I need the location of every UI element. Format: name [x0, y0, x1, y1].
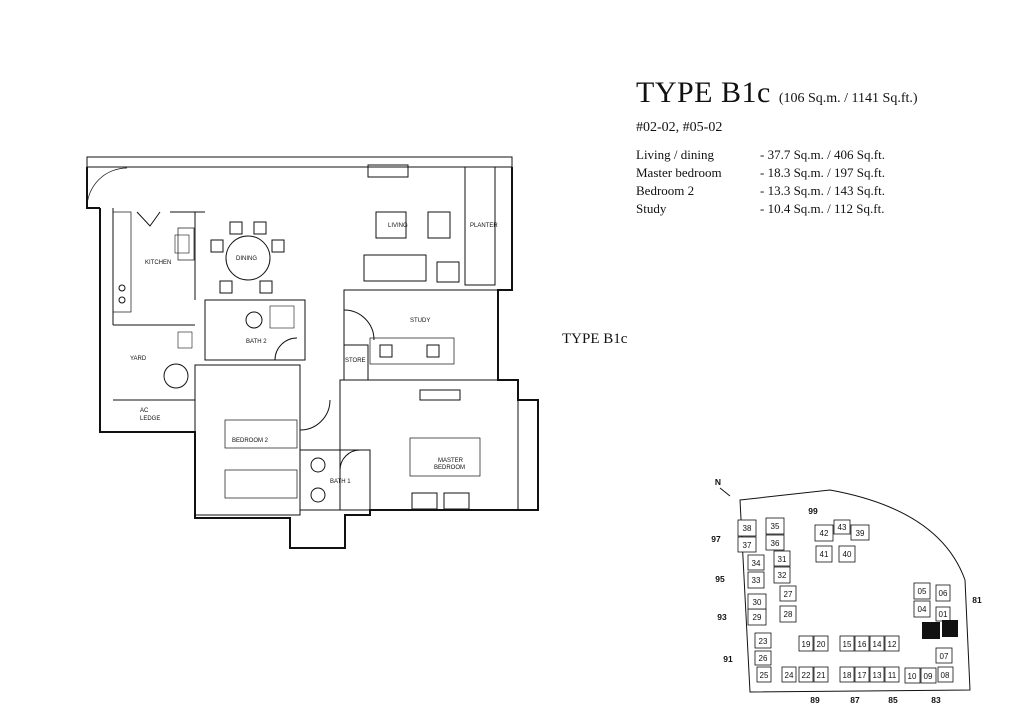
yard-label: YARD — [130, 356, 147, 362]
title-block: TYPE B1c (106 Sq.m. / 1141 Sq.ft.) #02-0… — [636, 76, 1016, 218]
block-label: 33 — [752, 576, 761, 585]
area-row: Study - 10.4 Sq.m. / 112 Sq.ft. — [636, 200, 1016, 218]
road-label: 83 — [931, 695, 941, 705]
room-size: - 18.3 Sq.m. / 197 Sq.ft. — [760, 165, 885, 180]
block-label: 18 — [843, 671, 852, 680]
block-label: 01 — [939, 610, 948, 619]
road-label: 87 — [850, 695, 860, 705]
ledge-label: LEDGE — [140, 416, 160, 422]
block-label: 15 — [843, 640, 852, 649]
bath2-label: BATH 2 — [246, 339, 267, 345]
area-table: Living / dining - 37.7 Sq.m. / 406 Sq.ft… — [636, 146, 1016, 218]
road-label: 81 — [972, 595, 982, 605]
block-label: 27 — [784, 590, 793, 599]
block-label: 38 — [743, 524, 752, 533]
block-label: 40 — [843, 550, 852, 559]
block-label: 26 — [759, 654, 768, 663]
block-label: 42 — [820, 529, 829, 538]
block-label: 41 — [820, 550, 829, 559]
room-size: - 13.3 Sq.m. / 143 Sq.ft. — [760, 183, 885, 198]
road-label: 99 — [808, 506, 818, 516]
study-label: STUDY — [410, 318, 430, 324]
north-arrow-label: N — [715, 477, 721, 487]
block-label: 43 — [838, 523, 847, 532]
road-label: 97 — [711, 534, 721, 544]
site-plan: N 99 97 95 93 91 89 87 85 83 81 01 04 05… — [711, 477, 982, 705]
room-name: Living / dining — [636, 147, 714, 162]
block-label: 30 — [753, 598, 762, 607]
block-label: 39 — [856, 529, 865, 538]
bedroom2-label: BEDROOM 2 — [232, 438, 269, 444]
type-area: (106 Sq.m. / 1141 Sq.ft.) — [778, 91, 918, 106]
block-label: 07 — [940, 652, 949, 661]
area-row: Master bedroom - 18.3 Sq.m. / 197 Sq.ft. — [636, 164, 1016, 182]
block-label: 35 — [771, 522, 780, 531]
bedroom-label: BEDROOM — [434, 465, 465, 471]
block-label: 06 — [939, 589, 948, 598]
area-row: Bedroom 2 - 13.3 Sq.m. / 143 Sq.ft. — [636, 182, 1016, 200]
block-label: 11 — [888, 671, 897, 680]
road-label: 91 — [723, 654, 733, 664]
road-label: 93 — [717, 612, 727, 622]
block-label: 08 — [941, 671, 950, 680]
room-size: - 10.4 Sq.m. / 112 Sq.ft. — [760, 201, 885, 216]
unit-numbers: #02-02, #05-02 — [636, 120, 723, 135]
room-name: Master bedroom — [636, 165, 722, 180]
block-label: 13 — [873, 671, 882, 680]
block-label: 09 — [924, 672, 933, 681]
side-type-label: TYPE B1c — [562, 331, 628, 347]
block-label: 21 — [817, 671, 826, 680]
block-label: 10 — [908, 672, 917, 681]
block-label: 32 — [778, 571, 787, 580]
block-label: 25 — [760, 671, 769, 680]
road-label: 85 — [888, 695, 898, 705]
type-name: TYPE B1c — [636, 76, 771, 109]
room-name: Bedroom 2 — [636, 183, 695, 198]
block-label: 04 — [918, 605, 927, 614]
block-label: 29 — [753, 613, 762, 622]
master-label: MASTER — [438, 458, 464, 464]
kitchen-label: KITCHEN — [145, 260, 171, 266]
block-label: 17 — [858, 671, 867, 680]
block-label: 28 — [784, 610, 793, 619]
block-label: 19 — [802, 640, 811, 649]
block-label: 20 — [817, 640, 826, 649]
floor-plan: KITCHEN DINING LIVING PLANTER STUDY STOR… — [86, 156, 539, 549]
bath1-label: BATH 1 — [330, 479, 351, 485]
store-label: STORE — [345, 358, 366, 364]
block-label: 31 — [778, 555, 787, 564]
block-label: 37 — [743, 541, 752, 550]
block-label: 12 — [888, 640, 897, 649]
block-label: 24 — [785, 671, 794, 680]
block-label: 36 — [771, 539, 780, 548]
room-name: Study — [636, 201, 667, 216]
room-size: - 37.7 Sq.m. / 406 Sq.ft. — [760, 147, 885, 162]
block-label: 22 — [802, 671, 811, 680]
block-label: 23 — [759, 637, 768, 646]
dining-label: DINING — [236, 256, 257, 262]
block-label: 34 — [752, 559, 761, 568]
area-row: Living / dining - 37.7 Sq.m. / 406 Sq.ft… — [636, 146, 1016, 164]
block-label: 05 — [918, 587, 927, 596]
ac-label: AC — [140, 408, 149, 414]
road-label: 95 — [715, 574, 725, 584]
block-label: 14 — [873, 640, 882, 649]
type-heading: TYPE B1c (106 Sq.m. / 1141 Sq.ft.) — [636, 76, 1016, 110]
planter-label: PLANTER — [470, 223, 498, 229]
road-label: 89 — [810, 695, 820, 705]
living-label: LIVING — [388, 223, 408, 229]
block-label: 16 — [858, 640, 867, 649]
